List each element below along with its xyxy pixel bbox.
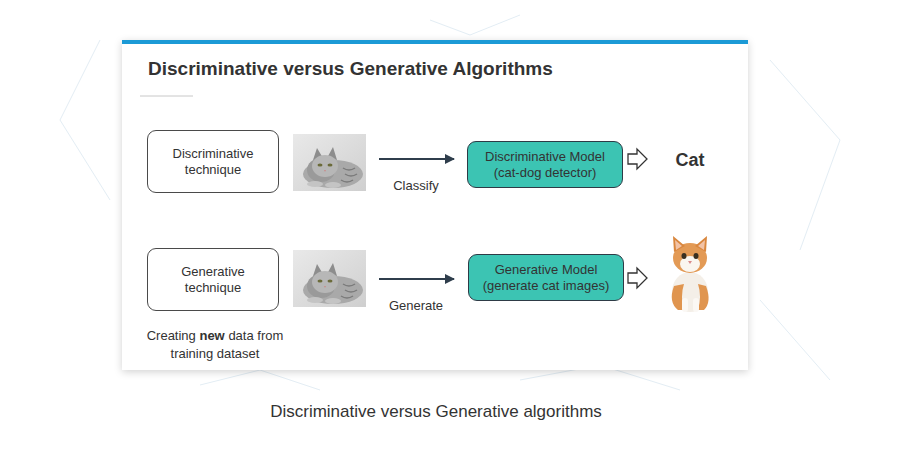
tabby-cat-photo: [293, 250, 366, 307]
decor-line: [60, 40, 110, 200]
model-box: Discriminative Model (cat-dog detector): [467, 141, 623, 188]
node-text: Discriminative Model (cat-dog detector): [476, 149, 614, 181]
output-arrow: [628, 268, 647, 288]
node-text: Discriminative technique: [168, 146, 258, 178]
node-text: Generative Model (generate cat images): [477, 262, 615, 294]
flow-arrow: [379, 158, 454, 160]
output-arrow: [628, 149, 647, 169]
output-label: Cat: [660, 148, 720, 172]
flow-arrow: [379, 278, 454, 280]
diagram-title: Discriminative versus Generative Algorit…: [148, 58, 553, 80]
technique-box: Discriminative technique: [147, 130, 279, 193]
model-box: Generative Model (generate cat images): [468, 254, 624, 301]
title-rule: [140, 96, 193, 97]
technique-box: Generative technique: [147, 248, 279, 311]
node-text: Generative technique: [168, 264, 258, 296]
diagram-caption: Discriminative versus Generative algorit…: [0, 402, 872, 422]
arrow-label: Generate: [372, 297, 460, 315]
note-text: Creating new data from training dataset: [133, 327, 297, 363]
tabby-cat-photo: [293, 134, 366, 191]
decor-line: [770, 60, 840, 250]
decor-line: [200, 370, 320, 390]
card-panel: [122, 40, 748, 370]
kitten-image: [672, 236, 709, 312]
decor-line: [760, 300, 830, 380]
decor-line: [430, 15, 520, 35]
arrow-label: Classify: [372, 177, 460, 195]
